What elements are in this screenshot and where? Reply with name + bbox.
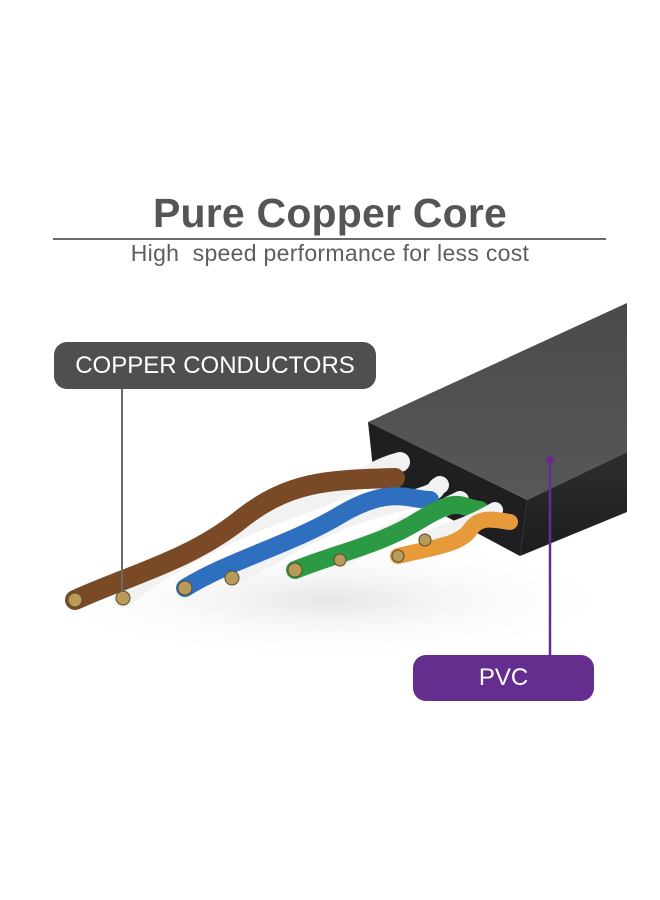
pvc-callout: PVC — [413, 655, 594, 701]
copper-conductors-label: COPPER CONDUCTORS — [75, 351, 355, 379]
pvc-label: PVC — [478, 664, 529, 691]
page-subtitle: High speed performance for less cost — [130, 240, 530, 266]
page-title: Pure Copper Core — [152, 190, 508, 236]
title-divider — [53, 238, 606, 240]
conductor-end-white-blue — [224, 570, 240, 586]
conductor-end-white-green — [333, 553, 347, 567]
conductor-end-white-orange — [418, 533, 432, 547]
conductor-end-green — [287, 562, 303, 578]
conductor-end-blue — [177, 580, 193, 596]
pvc-leader-dot — [546, 456, 554, 464]
wire-bundle — [65, 452, 518, 610]
conductor-end-brown — [67, 592, 83, 608]
conductor-end-white-brown — [115, 590, 131, 606]
conductor-end-orange — [391, 549, 405, 563]
copper-conductors-callout: COPPER CONDUCTORS — [54, 342, 376, 389]
copper-strand-ends — [67, 533, 432, 608]
